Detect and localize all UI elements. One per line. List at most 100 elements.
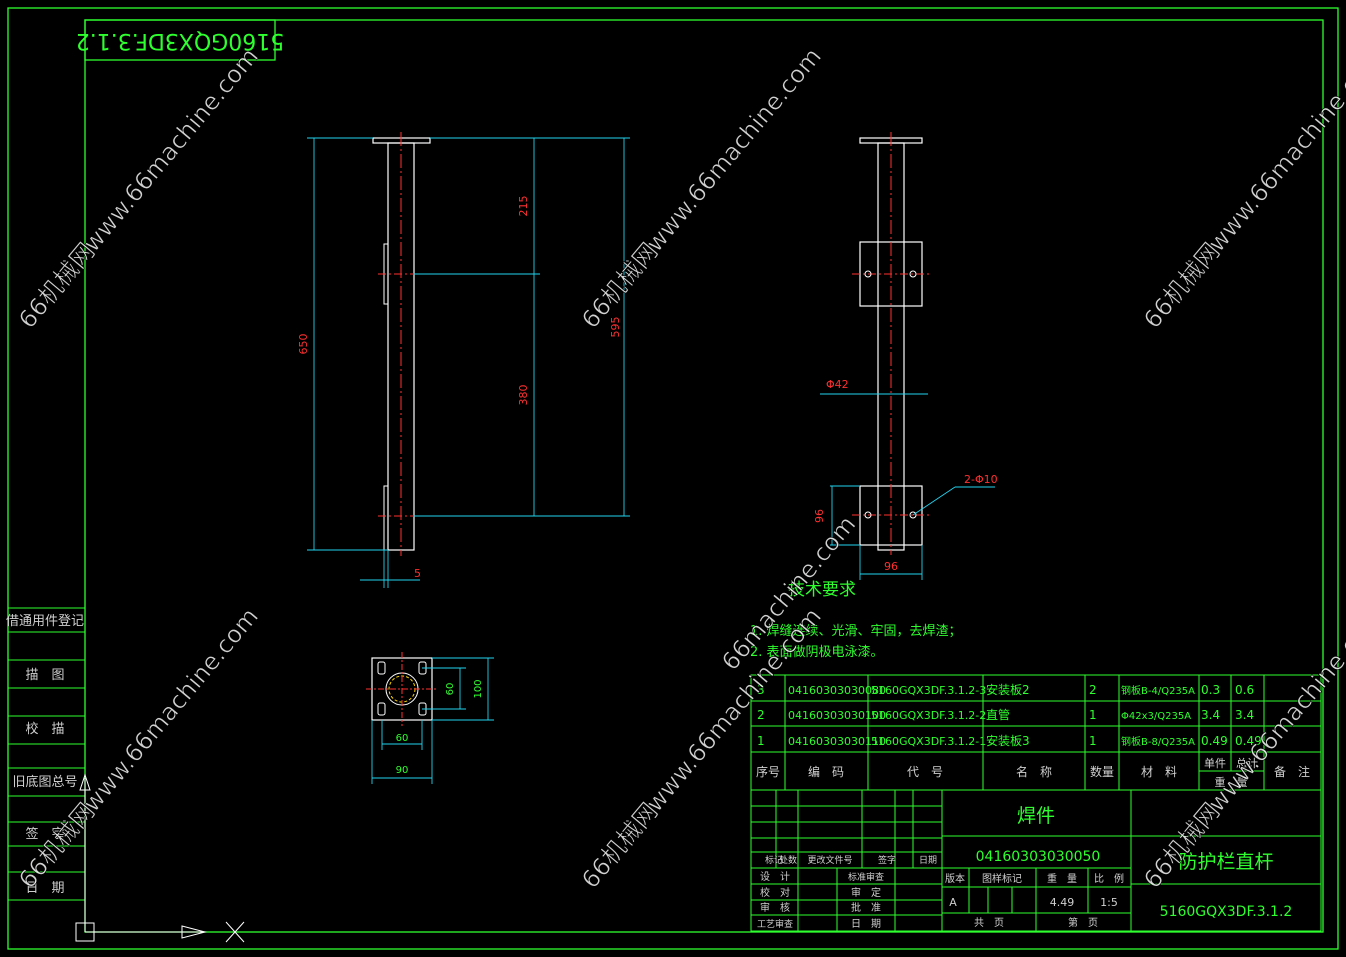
rev-label: 标记 <box>765 854 783 866</box>
header-total: 总计 <box>1236 756 1258 770</box>
dim-plate-outer-h: 90 <box>396 765 409 776</box>
dim-hole-note: 2-Φ10 <box>964 473 998 486</box>
sign-label: 审 核 <box>760 901 790 914</box>
watermark: 66机械网 www.66machine.com <box>1138 42 1346 334</box>
cell-material: 钢板B-8/Q235A <box>1121 735 1195 748</box>
ucs-axis-icon <box>75 773 245 943</box>
sign-label: 设 计 <box>760 870 790 883</box>
sign-label: 批 准 <box>851 901 881 914</box>
meta-label: 版本 <box>945 872 965 885</box>
rev-label: 处数 <box>779 854 797 866</box>
watermark-brand: 66机械网 <box>1138 797 1225 894</box>
header-remark: 备 注 <box>1274 764 1310 779</box>
side-view-dimensions <box>820 393 995 580</box>
scale-value: 1:5 <box>1100 896 1118 909</box>
header-qty: 数量 <box>1090 764 1114 779</box>
mirrored-drawing-code: 5160GQX3DF.3.1.2 <box>76 28 284 53</box>
parts-list-row: 3 04160303030080 5160GQX3DF.3.1.2-3 安装板2… <box>757 682 1254 697</box>
watermark: 66机械网 www.66machine.com <box>576 602 827 894</box>
watermark-url: www.66machine.com <box>1202 42 1346 257</box>
cell-code: 04160303030100 <box>788 709 886 722</box>
cell-material: 钢板B-4/Q235A <box>1121 684 1195 697</box>
dim-bottom-offset: 5 <box>414 567 421 580</box>
dim-tube-diameter: Φ42 <box>826 378 849 391</box>
cell-unit-weight: 0.3 <box>1201 683 1220 697</box>
dim-plate-inner-v: 60 <box>445 683 456 696</box>
cell-index: 3 <box>757 683 765 697</box>
sheets-total: 共 页 <box>974 917 1004 929</box>
dim-lower-segment: 380 <box>517 385 530 406</box>
cell-qty: 2 <box>1089 683 1097 697</box>
header-weight: 重 量 <box>1215 775 1248 789</box>
header-name: 名 称 <box>1016 764 1052 779</box>
cell-name: 安装板3 <box>986 733 1030 748</box>
sheet-number: 第 页 <box>1068 916 1098 929</box>
strip-label: 旧底图总号 <box>12 774 77 790</box>
dim-overall-height: 650 <box>297 334 310 355</box>
sign-label: 日 期 <box>851 918 881 930</box>
cell-name: 安装板2 <box>986 682 1030 697</box>
sign-label: 校 对 <box>760 886 790 899</box>
dim-plate-outer-v: 100 <box>473 679 484 698</box>
version-value: A <box>949 896 957 909</box>
header-unit: 单件 <box>1204 757 1226 770</box>
title-block-grid <box>750 789 1322 932</box>
dim-plate-width: 96 <box>884 560 898 573</box>
cell-index: 2 <box>757 708 765 722</box>
watermark: 66机械网 www.66machine.com <box>13 42 264 334</box>
part-name: 防护栏直杆 <box>1178 851 1273 873</box>
drawing-number: 5160GQX3DF.3.1.2 <box>1160 904 1293 920</box>
plate-view-dimensions <box>371 657 494 784</box>
watermark-brand: 66机械网 <box>1138 237 1225 334</box>
sign-label: 审 定 <box>851 886 881 899</box>
parts-list-row: 2 04160303030100 5160GQX3DF.3.1.2-2 直管 1… <box>757 707 1254 722</box>
rev-label: 签字 <box>878 854 896 866</box>
parts-list-row: 1 04160303030110 5160GQX3DF.3.1.2-1 安装板3… <box>757 733 1262 748</box>
watermark-brand: 66机械网 <box>13 237 100 334</box>
watermark: 66机械网 www.66machine.com <box>13 602 264 894</box>
cell-unit-weight: 3.4 <box>1201 708 1220 722</box>
cell-qty: 1 <box>1089 708 1097 722</box>
meta-label: 比 例 <box>1094 872 1124 885</box>
cell-material: Φ42x3/Q235A <box>1121 711 1191 722</box>
tech-requirement-item: 2. 表面做阴极电泳漆。 <box>750 644 884 660</box>
cell-drawing-no: 5160GQX3DF.3.1.2-3 <box>871 684 986 697</box>
cell-code: 04160303030110 <box>788 735 886 748</box>
part-type: 焊件 <box>1017 805 1055 827</box>
cell-qty: 1 <box>1089 734 1097 748</box>
rev-label: 日期 <box>919 855 937 866</box>
meta-label: 图样标记 <box>982 872 1022 885</box>
drawing-frame <box>7 7 1339 950</box>
header-index: 序号 <box>756 764 780 779</box>
plate-view <box>366 652 438 726</box>
watermark-brand: 66机械网 <box>576 797 663 894</box>
dim-plate-height: 96 <box>813 509 826 523</box>
dim-total-right: 595 <box>609 317 622 338</box>
cell-total-weight: 0.49 <box>1235 734 1262 748</box>
watermark-url: www.66machine.com <box>77 602 264 817</box>
watermark-url: www.66machine.com <box>77 42 264 257</box>
cell-index: 1 <box>757 734 765 748</box>
part-code: 04160303030050 <box>976 849 1101 865</box>
cell-code: 04160303030080 <box>788 684 886 697</box>
front-view-dimensions <box>307 137 630 588</box>
watermark-url: www.66machine.com <box>1202 602 1346 817</box>
cell-drawing-no: 5160GQX3DF.3.1.2-2 <box>871 709 986 722</box>
cell-total-weight: 0.6 <box>1235 683 1254 697</box>
header-material: 材 料 <box>1141 765 1177 779</box>
parts-list-header: 序号 编 码 代 号 名 称 数量 材 料 单件 总计 备 注 重 量 <box>756 756 1310 789</box>
strip-label: 校 描 <box>25 721 64 737</box>
header-drawing-no: 代 号 <box>907 765 943 779</box>
rev-label: 更改文件号 <box>807 854 852 866</box>
tech-requirement-item: 1. 焊缝连续、光滑、牢固，去焊渣； <box>750 623 962 639</box>
strip-label: 借通用件登记 <box>6 614 84 629</box>
side-view <box>852 132 930 555</box>
left-strip <box>7 607 86 901</box>
cell-name: 直管 <box>986 707 1010 722</box>
watermark: 66机械网 www.66machine.com <box>576 42 827 334</box>
cell-drawing-no: 5160GQX3DF.3.1.2-1 <box>871 735 986 748</box>
strip-label: 日 期 <box>25 881 64 896</box>
cell-total-weight: 3.4 <box>1235 708 1254 722</box>
strip-label: 描 图 <box>25 668 64 683</box>
